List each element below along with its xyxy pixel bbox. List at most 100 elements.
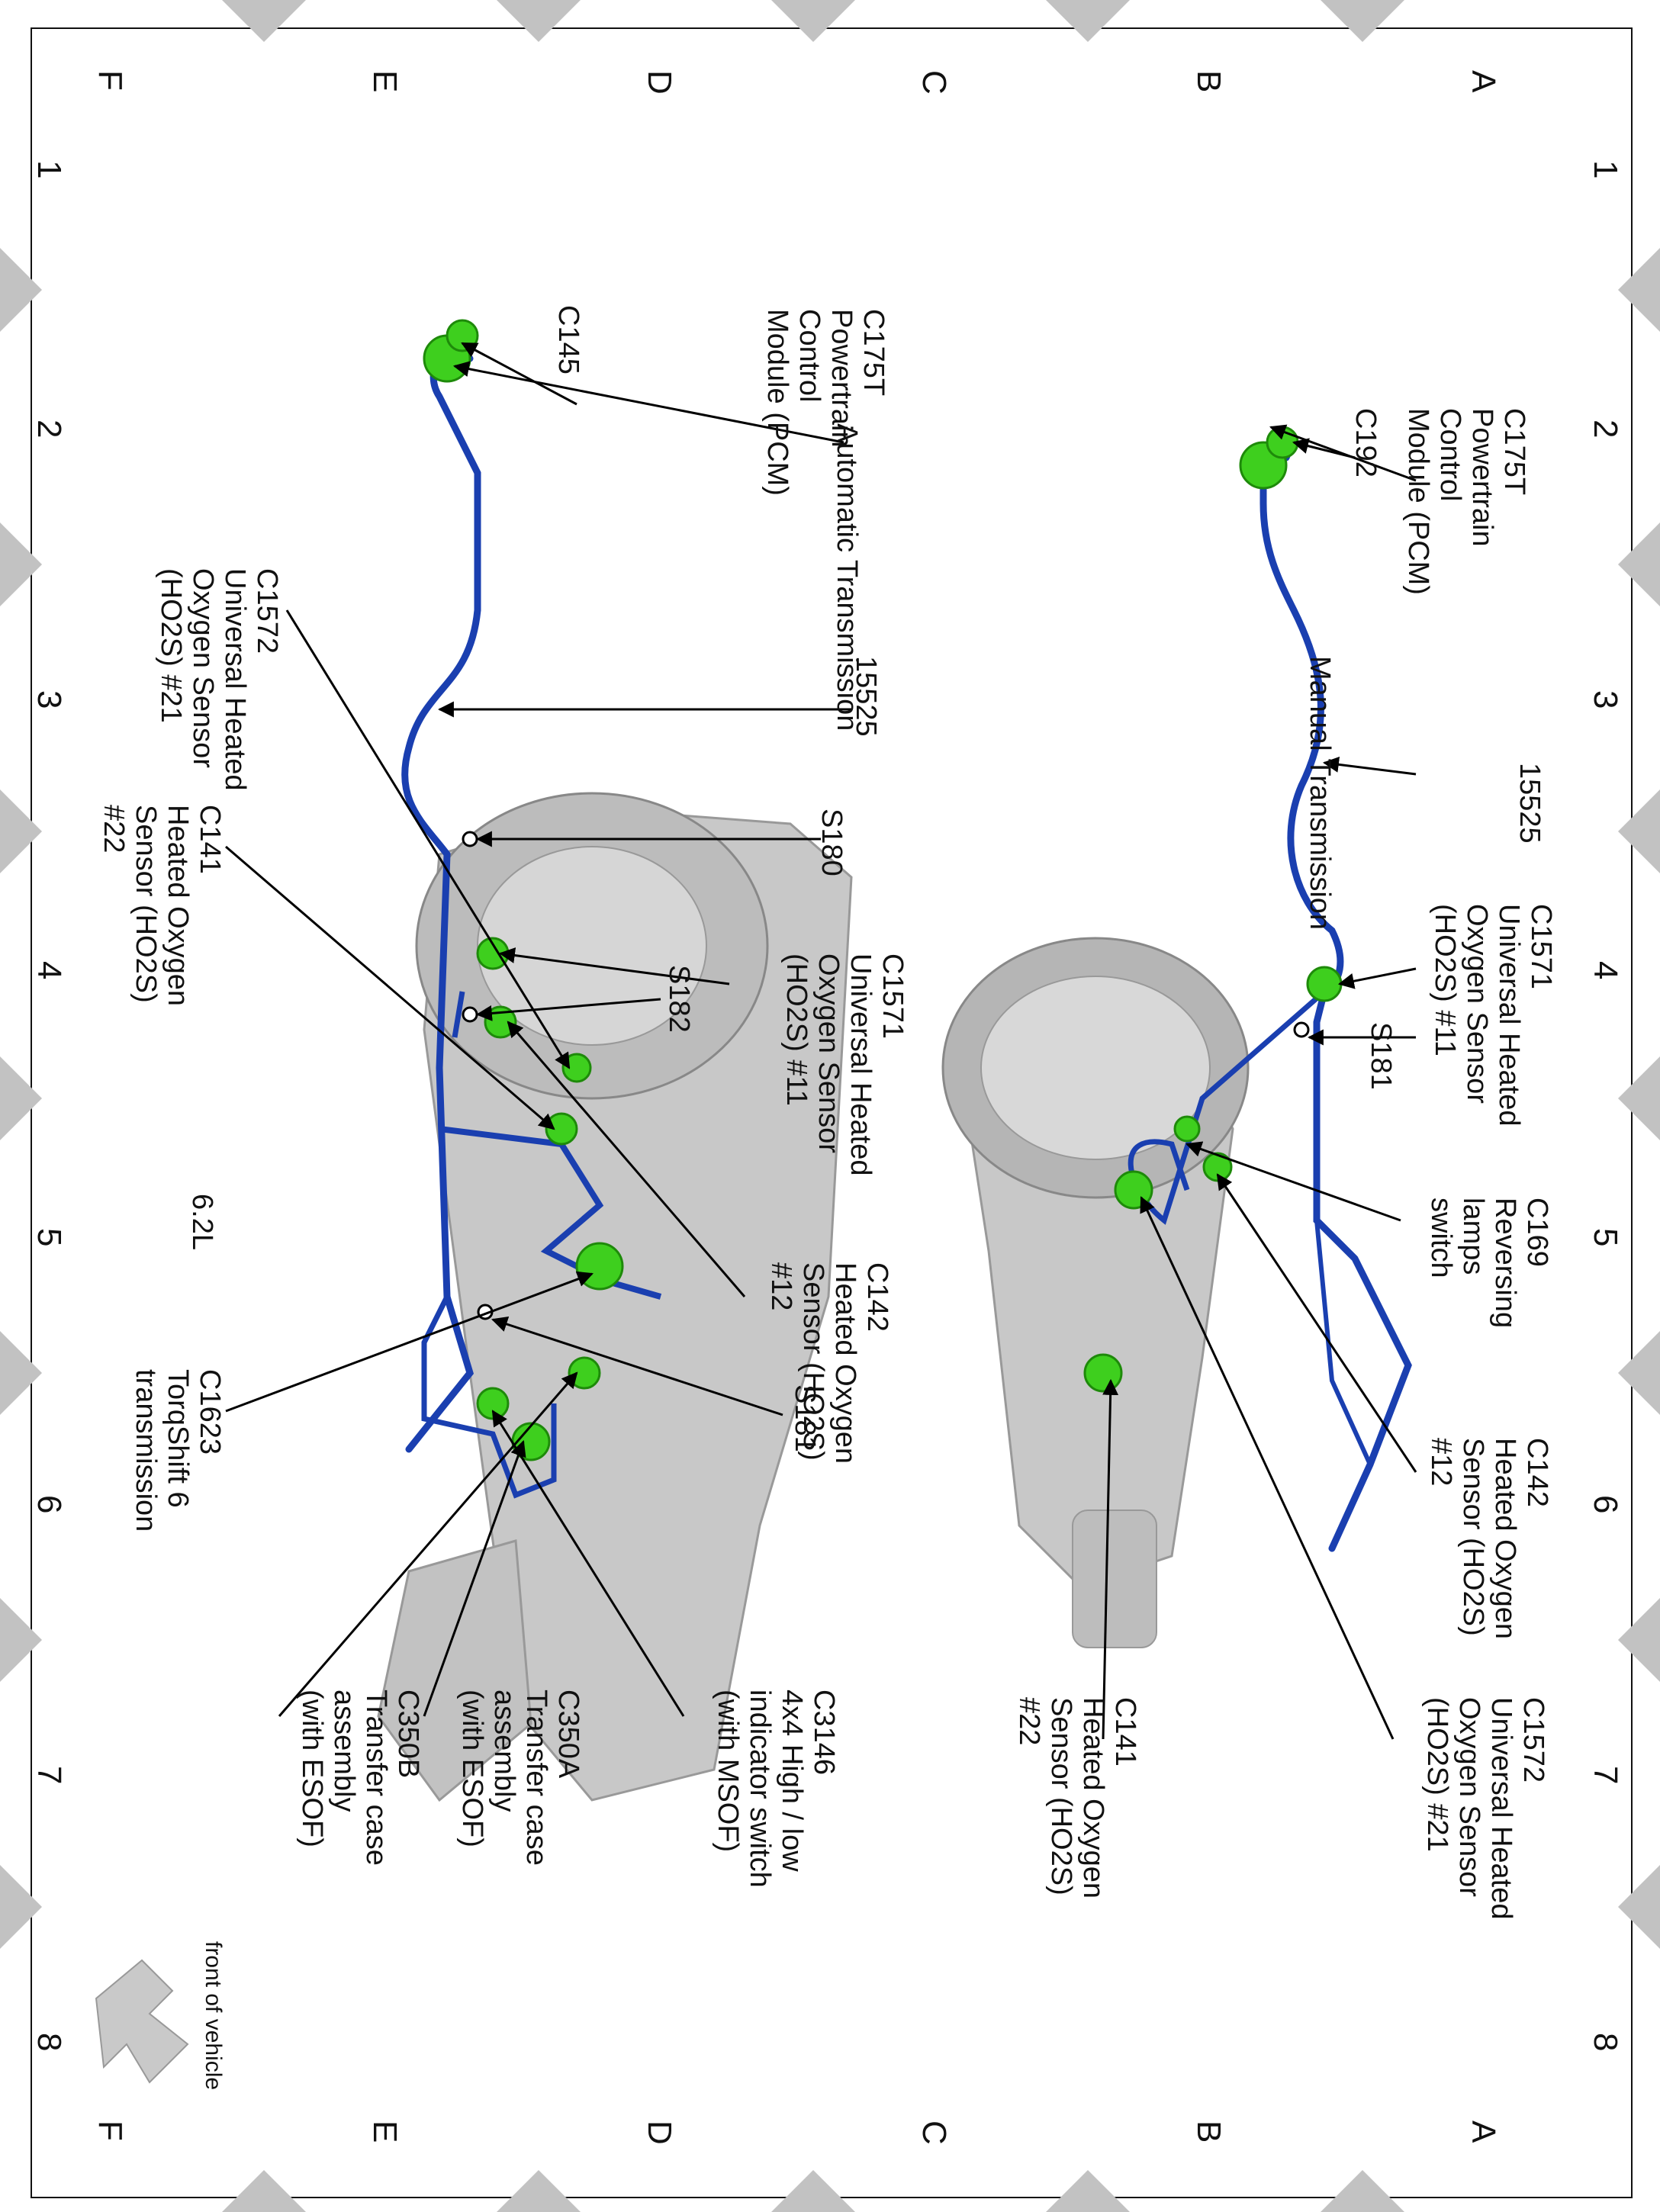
grid-marker-top-6: [1618, 1598, 1660, 1682]
grid-marker-left-4: [497, 0, 581, 42]
grid-marker-top-2: [1618, 522, 1660, 606]
manual-s181-label: S181: [1365, 1022, 1397, 1090]
manual-bellhousing-inner: [980, 976, 1211, 1160]
automatic-s181-leader: [491, 1316, 783, 1416]
grid-marker-top-3: [1618, 789, 1660, 873]
automatic-engine-label: 6.2L: [186, 1194, 218, 1250]
automatic-s181-label: S181: [789, 1384, 821, 1452]
manual-15525-leader: [1322, 756, 1417, 776]
manual-c1572-label: C1572 Universal Heated Oxygen Sensor (HO…: [1421, 1697, 1549, 1920]
automatic-c142-leader: [507, 1021, 746, 1297]
manual-c141-leader: [1102, 1378, 1119, 1740]
automatic-harness-transfer-branch: [421, 1295, 557, 1499]
manual-harness-lower: [1314, 1220, 1372, 1466]
manual-s181-splice: [1293, 1021, 1310, 1038]
front-of-vehicle-arrow-icon: [95, 1959, 189, 2084]
grid-col-top-8: 8: [1587, 2033, 1624, 2052]
grid-col-top-5: 5: [1587, 1228, 1624, 1247]
automatic-c145-label: C145: [552, 305, 584, 375]
grid-row-left-B: B: [1190, 70, 1227, 93]
automatic-c1572-connector: [561, 1053, 592, 1083]
grid-marker-right-4: [497, 2170, 581, 2212]
grid-col-bottom-2: 2: [31, 420, 68, 439]
automatic-c350b-label: C350B Transfer case assembly (with ESOF): [296, 1690, 424, 1866]
grid-marker-left-5: [222, 0, 306, 42]
manual-c142-label: C142 Heated Oxygen Sensor (HO2S) #12: [1425, 1438, 1553, 1640]
automatic-harness-s182-branch: [452, 991, 465, 1038]
automatic-c1571-leader: [498, 947, 730, 985]
automatic-c1623-leader: [225, 1271, 594, 1413]
grid-col-bottom-3: 3: [31, 690, 68, 709]
automatic-s182-leader: [475, 998, 661, 1021]
grid-col-top-4: 4: [1587, 961, 1624, 980]
manual-c1572-connector: [1114, 1170, 1153, 1210]
grid-row-left-A: A: [1465, 70, 1502, 93]
manual-c169-connector: [1173, 1115, 1201, 1143]
grid-marker-right-2: [1046, 2170, 1130, 2212]
automatic-c3146-label: C3146 4x4 High / low indicator switch (w…: [712, 1690, 840, 1888]
automatic-c145-leader: [461, 342, 577, 406]
automatic-c141-connector: [545, 1112, 578, 1146]
manual-c141-label: C141 Heated Oxygen Sensor (HO2S) #22: [1013, 1697, 1141, 1899]
manual-c169-leader: [1185, 1141, 1401, 1222]
grid-marker-top-7: [1618, 1865, 1660, 1949]
grid-row-right-A: A: [1465, 2120, 1502, 2143]
grid-marker-bottom-3: [0, 789, 42, 873]
automatic-c141-leader: [225, 845, 555, 1130]
front-of-vehicle-label: front of vehicle: [201, 1941, 226, 2091]
automatic-c1572-leader: [285, 609, 571, 1069]
grid-marker-top-1: [1618, 248, 1660, 332]
manual-15525-label: 15525: [1514, 763, 1546, 844]
grid-col-top-6: 6: [1587, 1495, 1624, 1514]
manual-c1571-leader: [1337, 967, 1417, 989]
manual-c175t-label: C175T Powertrain Control Module (PCM): [1402, 408, 1530, 595]
automatic-s182-label: S182: [663, 965, 695, 1033]
grid-col-bottom-7: 7: [31, 1766, 68, 1785]
grid-row-left-E: E: [366, 70, 404, 93]
grid-row-right-B: B: [1190, 2120, 1227, 2143]
manual-c1571-connector: [1306, 966, 1343, 1002]
grid-row-right-E: E: [366, 2120, 404, 2143]
grid-marker-bottom-4: [0, 1056, 42, 1140]
grid-col-top-2: 2: [1587, 420, 1624, 439]
manual-c1571-label: C1571 Universal Heated Oxygen Sensor (HO…: [1429, 904, 1557, 1127]
grid-marker-right-3: [771, 2170, 855, 2212]
automatic-c1571-label: C1571 Universal Heated Oxygen Sensor (HO…: [780, 953, 909, 1176]
grid-col-bottom-6: 6: [31, 1495, 68, 1514]
grid-marker-bottom-7: [0, 1865, 42, 1949]
grid-marker-bottom-5: [0, 1331, 42, 1415]
manual-c142-leader: [1216, 1173, 1417, 1473]
automatic-s182-splice: [462, 1006, 478, 1023]
automatic-c350b-leader: [278, 1371, 578, 1717]
automatic-15525-label: 15525: [850, 656, 882, 737]
grid-col-top-3: 3: [1587, 690, 1624, 709]
automatic-c350a-label: C350A Transfer case assembly (with ESOF): [456, 1690, 584, 1866]
automatic-c3146-connector: [476, 1387, 510, 1420]
automatic-harness-main: [401, 348, 481, 1453]
grid-col-bottom-8: 8: [31, 2033, 68, 2052]
grid-col-top-1: 1: [1587, 160, 1624, 179]
manual-c169-label: C169 Reversing lamps switch: [1425, 1198, 1553, 1329]
grid-col-top-7: 7: [1587, 1766, 1624, 1785]
automatic-c350a-leader: [423, 1440, 526, 1717]
automatic-c142-label: C142 Heated Oxygen Sensor (HO2S) #12: [765, 1262, 893, 1464]
grid-marker-bottom-6: [0, 1598, 42, 1682]
automatic-c1623-connector: [575, 1242, 624, 1291]
manual-harness-branch: [1128, 989, 1327, 1225]
automatic-harness-sensor-branch: [439, 1126, 662, 1300]
automatic-c3146-leader: [491, 1410, 685, 1717]
grid-row-left-D: D: [641, 70, 678, 95]
grid-row-right-F: F: [92, 2120, 129, 2141]
automatic-c350b-connector: [568, 1356, 601, 1390]
grid-col-bottom-1: 1: [31, 160, 68, 179]
manual-c1572-leader: [1140, 1196, 1395, 1740]
automatic-transfer-case: [377, 1539, 532, 1802]
automatic-c145-connector: [446, 319, 479, 352]
automatic-s180-label: S180: [816, 809, 848, 876]
grid-marker-right-5: [222, 2170, 306, 2212]
manual-tailshaft: [1072, 1509, 1157, 1648]
grid-row-left-F: F: [92, 70, 129, 91]
manual-c192-leader: [1292, 438, 1356, 459]
